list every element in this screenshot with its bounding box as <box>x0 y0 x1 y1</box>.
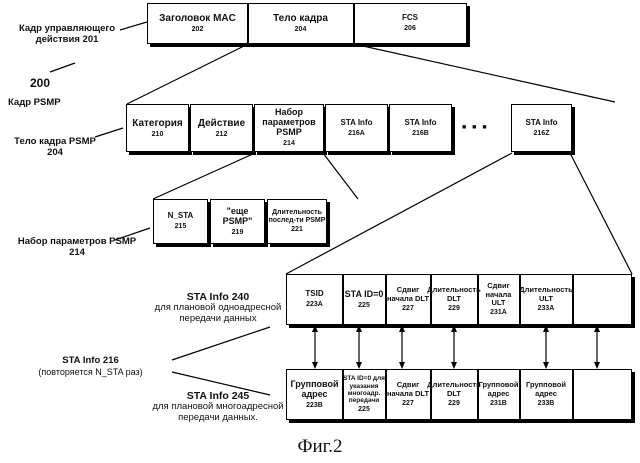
dlt-offset-field: Сдвиг начала DLT 227 <box>386 275 430 324</box>
unicast-label: STA Info 240 для плановой одноадресной п… <box>148 291 288 325</box>
sta-info-multicast-row: Групповой адрес 223B STA ID=0 для указан… <box>286 369 632 420</box>
sta-id-field: STA ID=0 225 <box>343 275 385 324</box>
sta-id-multicast-field: STA ID=0 для указания многоадр. передачи… <box>343 370 385 419</box>
ellipsis-dots: ■ ■ ■ <box>462 124 489 132</box>
params-label: Набор параметров PSMP 214 <box>2 237 152 259</box>
sta-info-unicast-row: TSID 223A STA ID=0 225 Сдвиг начала DLT … <box>286 274 632 325</box>
sta-info-216z-field: STA Info 216Z <box>511 104 572 152</box>
ult-offset-field: Сдвиг начала ULT 231A <box>478 275 519 324</box>
sta-info-repeat-label: STA Info 216 (повторяется N_STA раз) <box>8 356 173 377</box>
dlt-duration-field: Длительность DLT 229 <box>431 275 477 324</box>
more-psmp-field: "еще PSMP" 219 <box>210 199 265 244</box>
psmp-params-field: Набор параметров PSMP 214 <box>254 104 324 152</box>
figure-caption: Фиг.2 <box>0 436 640 458</box>
frame-body-field: Тело кадра 204 <box>248 4 353 43</box>
tsid-field: TSID 223A <box>287 275 342 324</box>
psmp-duration-field: Длительность послед-ти PSMP 221 <box>267 199 327 244</box>
psmp-frame-label: Кадр PSMP <box>8 98 61 109</box>
mac-header-field: Заголовок MAC 202 <box>148 4 247 43</box>
fcs-field: FCS 206 <box>354 4 466 43</box>
dlt-offset-multicast-field: Сдвиг начала DLT 227 <box>386 370 430 419</box>
sta-info-216a-field: STA Info 216A <box>325 104 388 152</box>
psmp-action-field: Действие 212 <box>190 104 253 152</box>
dlt-duration-multicast-field: Длительность DLT 229 <box>431 370 477 419</box>
psmp-body-label: Тело кадра PSMP 204 <box>5 137 105 159</box>
group-address-field: Групповой адрес 223B <box>287 370 342 419</box>
figure-ref-200: 200 <box>30 77 50 91</box>
psmp-category-field: Категория 210 <box>126 104 189 152</box>
mgmt-frame-label: Кадр управляющего действия 201 <box>12 24 122 46</box>
group-address-233b-field: Групповой адрес 233B <box>520 370 572 419</box>
group-address-231b-field: Групповой адрес 231B <box>478 370 519 419</box>
ult-duration-field: Длительность ULT 233A <box>520 275 572 324</box>
mac-frame: Заголовок MAC 202 Тело кадра 204 FCS 206 <box>147 3 467 44</box>
n-sta-field: N_STA 215 <box>153 199 208 244</box>
sta-info-216b-field: STA Info 216B <box>389 104 452 152</box>
multicast-label: STA Info 245 для плановой многоадресной … <box>148 390 288 424</box>
